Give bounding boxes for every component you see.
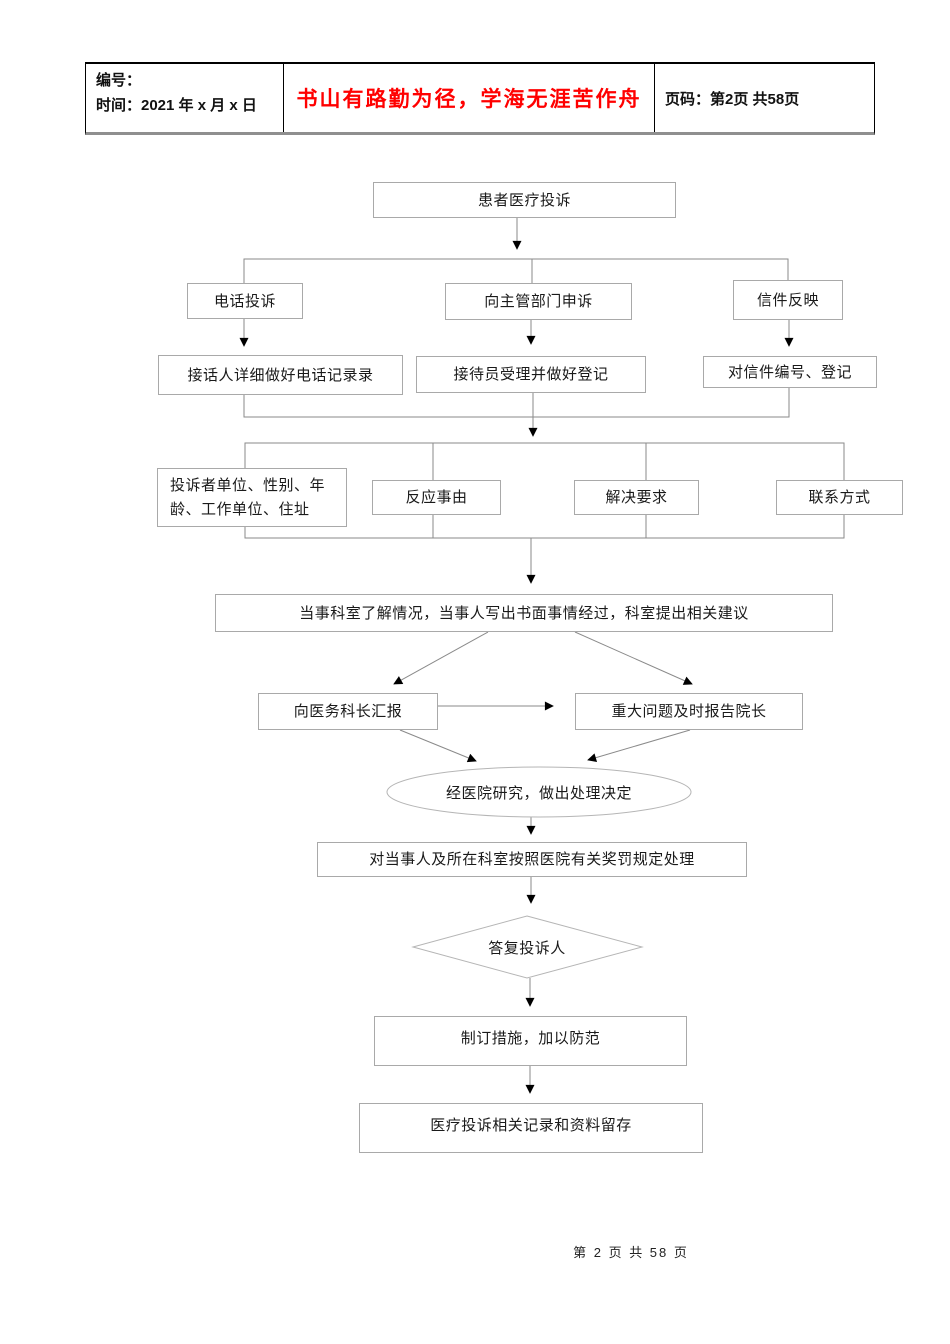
footer-page-number: 第 2 页 共 58 页	[573, 1245, 689, 1260]
node-letter-feedback: 信件反映	[733, 280, 843, 320]
node-punishment: 对当事人及所在科室按照医院有关奖罚规定处理	[317, 842, 747, 877]
header-slogan: 书山有路勤为径，学海无涯苦作舟	[296, 88, 642, 111]
header-left-cell: 编号： 时间：2021 年 x 月 x 日	[86, 64, 284, 132]
node-letter-number-register: 对信件编号、登记	[703, 356, 877, 388]
header-table: 编号： 时间：2021 年 x 月 x 日 书山有路勤为径，学海无涯苦作舟 页码…	[85, 62, 875, 135]
node-complainant-info: 投诉者单位、性别、年 龄、工作单位、住址	[157, 468, 347, 527]
node-resolution-request: 解决要求	[574, 480, 699, 515]
node-appeal-to-dept: 向主管部门申诉	[445, 283, 632, 320]
node-reason: 反应事由	[372, 480, 501, 515]
doc-time-label: 时间：2021 年 x 月 x 日	[96, 96, 257, 114]
node-patient-complaint: 患者医疗投诉	[373, 182, 676, 218]
node-contact-method: 联系方式	[776, 480, 903, 515]
doc-number-label: 编号：	[96, 72, 142, 89]
node-receptionist-register: 接待员受理并做好登记	[416, 356, 646, 393]
node-phone-record: 接话人详细做好电话记录录	[158, 355, 403, 395]
node-report-dean: 重大问题及时报告院长	[575, 693, 803, 730]
node-hospital-decision-label: 经医院研究，做出处理决定	[445, 784, 632, 802]
node-report-medical-chief: 向医务科长汇报	[258, 693, 438, 730]
node-prevention-measures: 制订措施，加以防范	[374, 1016, 687, 1066]
node-dept-investigation: 当事科室了解情况，当事人写出书面事情经过，科室提出相关建议	[215, 594, 833, 632]
header-page-label: 页码：第2页 共58页	[654, 64, 874, 132]
node-reply-complainant-label: 答复投诉人	[488, 939, 566, 957]
node-phone-complaint: 电话投诉	[187, 283, 303, 319]
node-record-archive: 医疗投诉相关记录和资料留存	[359, 1103, 703, 1153]
